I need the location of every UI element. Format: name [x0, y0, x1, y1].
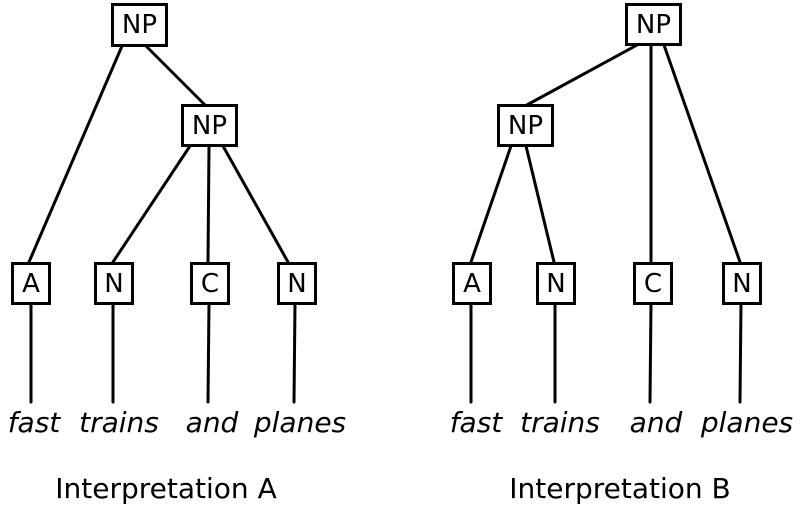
tree-a-word-trains: trains [79, 406, 159, 439]
tree-b-inner-np-node: NP [497, 104, 554, 147]
tree-a-leaf-n2-node: N [277, 262, 317, 305]
tree-a-word-and: and [185, 406, 239, 439]
edge-b-inner-to-leaf-a [469, 144, 513, 264]
edge-a-inner-to-leaf-n1 [111, 144, 192, 264]
tree-b-word-planes: planes [700, 406, 794, 439]
tree-b-leaf-n1-node: N [536, 262, 576, 305]
tree-b-word-fast: fast [449, 406, 503, 439]
edge-a-inner-to-leaf-n2 [221, 144, 290, 264]
edge-b-root-to-inner-np [523, 43, 639, 108]
tree-a-word-fast: fast [7, 406, 61, 439]
stem-b-leaf-c-to-and [648, 301, 653, 404]
tree-b-root-np-node: NP [625, 3, 682, 46]
tree-b-leaf-c-node: C [633, 262, 673, 305]
stem-a-leaf-n2-to-planes [292, 301, 297, 404]
tree-a-leaf-n1-node: N [94, 262, 134, 305]
edge-b-inner-to-leaf-n1 [524, 144, 556, 264]
tree-b-leaf-n2-node: N [722, 262, 762, 305]
tree-b-word-and: and [629, 406, 683, 439]
tree-b-caption: Interpretation B [509, 472, 731, 505]
tree-b-word-trains: trains [520, 406, 600, 439]
stem-a-leaf-c-to-and [206, 301, 211, 404]
tree-a-leaf-a-node: A [11, 262, 51, 305]
edge-a-root-to-inner-np [144, 44, 208, 108]
tree-a-caption: Interpretation A [55, 472, 277, 505]
tree-a-root-np-node: NP [111, 3, 168, 47]
tree-a-leaf-c-node: C [190, 262, 230, 305]
stem-b-leaf-n2-to-planes [738, 301, 743, 404]
edge-a-inner-to-leaf-c [206, 144, 211, 264]
edge-a-root-to-leaf-a [27, 44, 124, 264]
tree-a-word-planes: planes [253, 406, 347, 439]
tree-b-leaf-a-node: A [452, 262, 492, 305]
tree-a-inner-np-node: NP [181, 104, 238, 147]
edge-b-root-to-leaf-n2 [662, 43, 742, 264]
